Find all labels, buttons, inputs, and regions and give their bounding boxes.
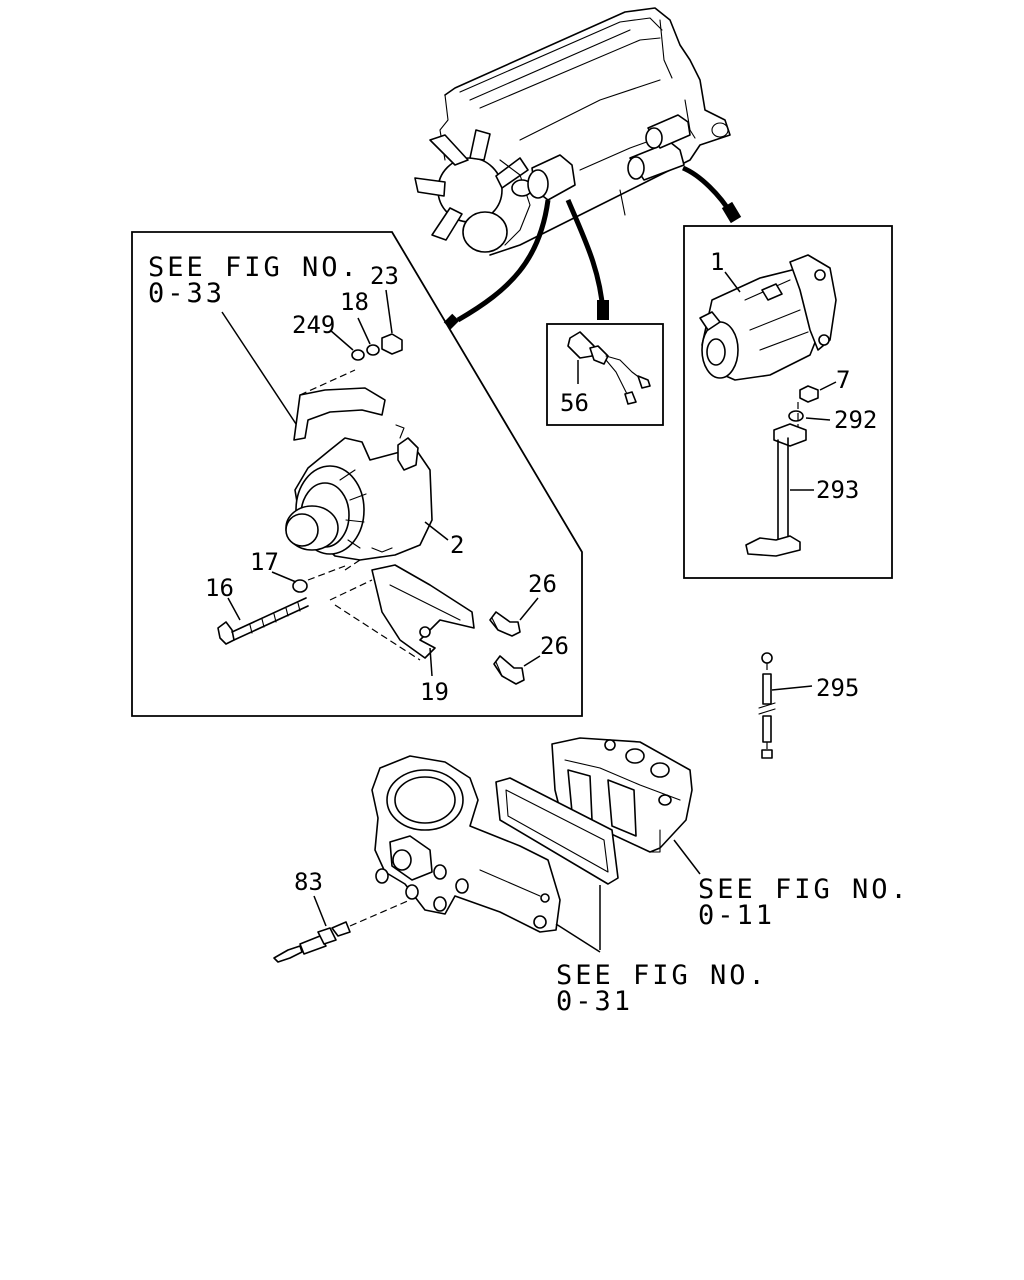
- sensor-panel: 56: [546, 323, 664, 426]
- alternator-panel: SEE FIG NO. 0-33: [131, 231, 583, 717]
- thermostat-housing-illustration: [371, 755, 601, 953]
- gasket-illustration: [495, 777, 619, 950]
- part-295-rod: 295: [758, 652, 859, 759]
- part-label-23: 23: [370, 262, 399, 290]
- part-label-19: 19: [420, 678, 449, 706]
- starter-motor-illustration: [699, 254, 837, 381]
- part-label-83: 83: [294, 868, 323, 896]
- part-label-295: 295: [816, 674, 859, 702]
- cylinder-head-ref-line2: 0-11: [698, 900, 775, 931]
- bracket-293: [745, 423, 807, 557]
- part-label-2: 2: [450, 531, 464, 559]
- washer-249: [351, 349, 365, 361]
- alternator-ref-line1: SEE FIG NO.: [148, 252, 360, 283]
- cylinder-head-ref-line1: SEE FIG NO.: [698, 874, 910, 905]
- bolt-26-upper: [489, 611, 521, 637]
- part-label-7: 7: [836, 366, 850, 394]
- mounting-bracket-19: [329, 559, 475, 661]
- bolt-16: [217, 597, 309, 645]
- part-label-16: 16: [205, 574, 234, 602]
- cylinder-head-illustration: [551, 737, 701, 875]
- cover-ref-line1: SEE FIG NO.: [556, 960, 768, 991]
- nut-7: [799, 385, 819, 403]
- part-label-26-lower: 26: [540, 632, 569, 660]
- starter-panel: 1 7 292 293: [683, 225, 893, 579]
- part-label-18: 18: [340, 288, 369, 316]
- part-label-26-upper: 26: [528, 570, 557, 598]
- part-label-292: 292: [834, 406, 877, 434]
- engine-block-illustration: [414, 7, 731, 256]
- washer-292: [788, 410, 804, 422]
- washer-17: [292, 579, 308, 593]
- leader-arrows: [443, 165, 742, 330]
- part-label-1: 1: [710, 248, 724, 276]
- part-label-56: 56: [560, 389, 589, 417]
- cover-ref-line2: 0-31: [556, 986, 633, 1017]
- alternator-illustration: [285, 424, 433, 561]
- alternator-ref-line2: 0-33: [148, 278, 225, 309]
- washer-18: [366, 344, 380, 356]
- part-label-293: 293: [816, 476, 859, 504]
- bolt-26-lower: [493, 655, 525, 685]
- sensor-83: [273, 895, 411, 963]
- nut-23: [381, 333, 403, 355]
- part-label-17: 17: [250, 548, 279, 576]
- part-label-249: 249: [292, 311, 335, 339]
